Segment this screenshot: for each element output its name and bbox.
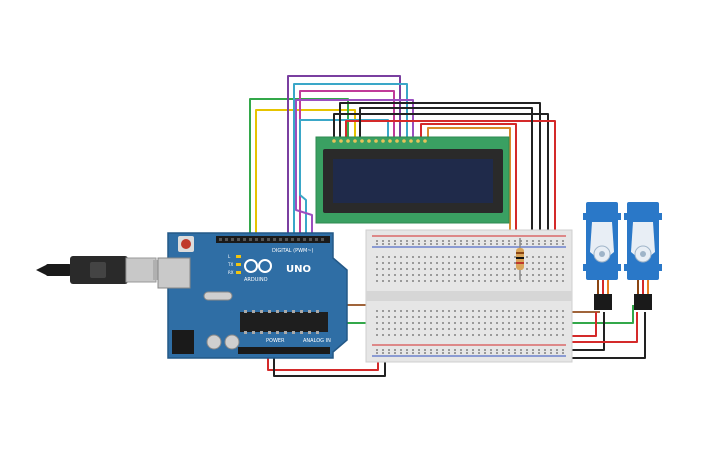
arduino-logo-icon [244, 259, 272, 273]
board-logo-text: ARDUINO [244, 277, 268, 283]
tx-label: TX [227, 262, 233, 267]
l-label: L [228, 254, 231, 259]
wire-yellow [255, 109, 356, 233]
wire-red-lcd-2 [420, 123, 517, 238]
wire-black-lcd-3 [359, 107, 533, 238]
arduino-uno[interactable]: UNO ARDUINO DIGITAL (PWM~) POWER ANALOG … [157, 232, 348, 359]
wire-purple-2 [295, 99, 414, 233]
analog-label: ANALOG IN [303, 338, 331, 344]
wire-black-servo-2 [570, 312, 646, 359]
wire-cyan [293, 83, 408, 233]
wire-blue [299, 119, 389, 233]
power-label: POWER [266, 338, 285, 344]
breadboard-icon[interactable] [365, 229, 573, 363]
digital-label: DIGITAL (PWM~) [272, 248, 314, 254]
wire-black-lcd-1 [339, 102, 541, 238]
lcd-16x2-icon[interactable] [315, 136, 510, 224]
wire-black-servo-1 [565, 312, 605, 351]
resistor-icon[interactable] [516, 238, 524, 280]
servo-motor-icon[interactable] [583, 202, 621, 310]
wire-black-lcd-2 [333, 113, 549, 238]
usb-cable-icon [36, 256, 173, 284]
board-brand: UNO [286, 264, 311, 275]
servo-motor-icon[interactable] [624, 202, 662, 310]
wire-red-lcd [345, 120, 556, 238]
breadboard-holes [376, 240, 564, 354]
rx-label: RX [228, 270, 234, 275]
